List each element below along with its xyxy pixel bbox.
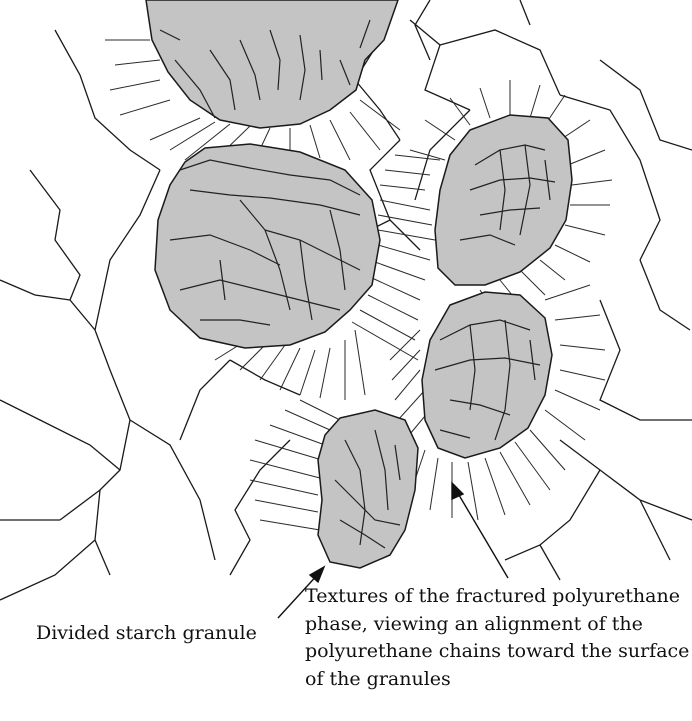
label-texture-description: Textures of the fractured polyurethane p…	[305, 583, 689, 693]
arrow-texture	[456, 490, 508, 578]
label-texture-line-2: phase, viewing an alignment of the	[305, 611, 689, 639]
label-texture-line-3: polyurethane chains toward the surface	[305, 638, 689, 666]
label-texture-line-1: Textures of the fractured polyurethane	[305, 583, 689, 611]
granule-divided	[318, 410, 418, 568]
granule-large	[155, 144, 380, 348]
label-texture-line-4: of the granules	[305, 666, 689, 694]
label-divided-starch-granule: Divided starch granule	[36, 620, 257, 648]
arrowhead-texture	[452, 483, 463, 499]
granule-top	[146, 0, 398, 128]
